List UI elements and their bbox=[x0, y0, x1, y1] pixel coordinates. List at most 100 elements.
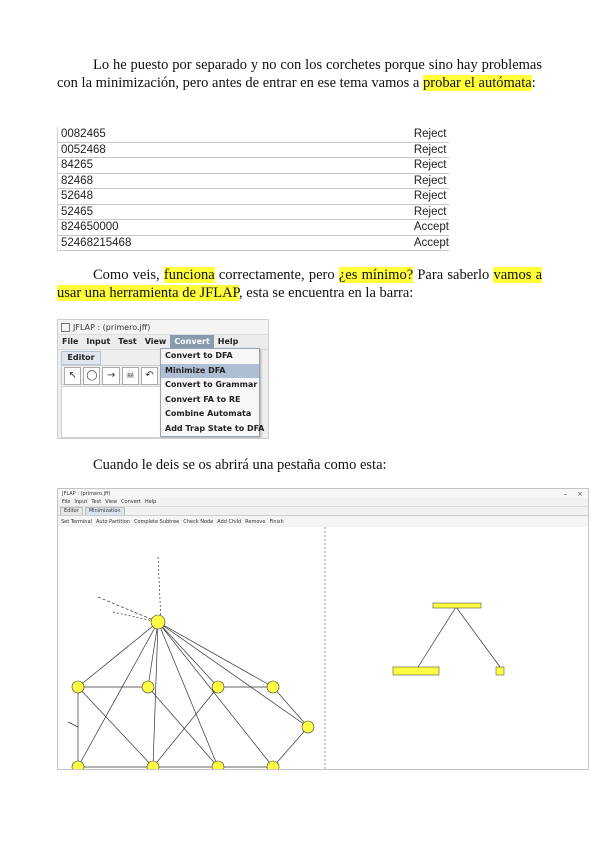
second-paragraph: Como veis, funciona correctamente, pero … bbox=[57, 266, 543, 302]
state-node[interactable] bbox=[211, 760, 225, 769]
btn-set-terminal[interactable]: Set Terminal bbox=[61, 518, 92, 525]
state-node[interactable] bbox=[146, 760, 160, 769]
input-cell: 84265 bbox=[56, 157, 411, 174]
jflap-toolbar: ↖ ◯ → ☠ ↶ bbox=[61, 365, 161, 385]
big-tab-minimization[interactable]: Minimization bbox=[84, 507, 125, 515]
state-node[interactable] bbox=[141, 680, 155, 694]
menu-item-add-trap-state[interactable]: Add Trap State to DFA bbox=[165, 423, 265, 433]
menu-item-convert-to-grammar[interactable]: Convert to Grammar bbox=[165, 380, 258, 389]
result-cell: Reject bbox=[410, 142, 449, 158]
big-title: JFLAP : (primero.jff) bbox=[62, 490, 111, 497]
state-node[interactable] bbox=[150, 614, 166, 630]
result-cell: Reject bbox=[410, 173, 449, 189]
minimization-canvas[interactable] bbox=[58, 527, 588, 769]
input-cell: 52468215468 bbox=[56, 235, 411, 251]
convert-dropdown: Convert to DFA Minimize DFA Convert to G… bbox=[160, 348, 265, 437]
tab-editor[interactable]: Editor bbox=[61, 351, 101, 365]
input-cell: 0052468 bbox=[56, 142, 411, 158]
menu-file[interactable]: File bbox=[62, 337, 79, 346]
tree-left-node[interactable] bbox=[392, 666, 440, 676]
menu-view[interactable]: View bbox=[144, 337, 167, 346]
btn-finish[interactable]: Finish bbox=[269, 518, 284, 525]
jflap-canvas[interactable] bbox=[61, 386, 163, 438]
p2-text-c: correctamente, pero bbox=[214, 267, 339, 283]
state-node[interactable] bbox=[71, 680, 85, 694]
state-node[interactable] bbox=[211, 680, 225, 694]
btn-remove[interactable]: Remove bbox=[245, 518, 266, 525]
jflap-titlebar: JFLAP : (primero.jff) bbox=[58, 320, 268, 335]
btn-complete-subtree[interactable]: Complete Subtree bbox=[133, 518, 180, 525]
big-menu-help[interactable]: Help bbox=[144, 499, 157, 505]
window-controls: – × bbox=[564, 490, 583, 498]
automaton-states bbox=[71, 614, 315, 769]
state-node[interactable] bbox=[266, 680, 280, 694]
intro-paragraph: Lo he puesto por separado y no con los c… bbox=[57, 56, 542, 92]
pointer-tool-icon[interactable]: ↖ bbox=[64, 367, 82, 385]
jflap-minimization-screenshot: JFLAP : (primero.jff) – × File Input Tes… bbox=[57, 488, 589, 770]
big-menu-view[interactable]: View bbox=[105, 499, 118, 505]
partition-tree-edges bbox=[417, 606, 501, 668]
big-menu-file[interactable]: File bbox=[62, 499, 71, 505]
tree-root-node[interactable] bbox=[432, 602, 482, 609]
menu-convert[interactable]: Convert bbox=[170, 335, 214, 349]
btn-add-child[interactable]: Add Child bbox=[217, 518, 242, 525]
tree-right-node[interactable] bbox=[495, 666, 505, 676]
btn-auto-partition[interactable]: Auto Partition bbox=[95, 518, 130, 525]
result-cell: Accept bbox=[410, 219, 449, 236]
menu-input[interactable]: Input bbox=[86, 337, 111, 346]
menu-test[interactable]: Test bbox=[118, 337, 137, 346]
p2-text-a: Como veis, bbox=[93, 267, 164, 283]
menu-help[interactable]: Help bbox=[217, 337, 239, 346]
state-tool-icon[interactable]: ◯ bbox=[83, 367, 101, 385]
input-cell: 0082465 bbox=[56, 127, 411, 143]
menu-item-combine-automata[interactable]: Combine Automata bbox=[165, 409, 252, 418]
minimize-icon[interactable]: – bbox=[563, 490, 568, 498]
input-cell: 52465 bbox=[56, 204, 411, 220]
big-menu-convert[interactable]: Convert bbox=[121, 499, 141, 505]
input-cell: 52648 bbox=[56, 188, 411, 205]
third-paragraph: Cuando le deis se os abrirá una pestaña … bbox=[93, 457, 387, 473]
intro-colon: : bbox=[531, 75, 536, 91]
jflap-menu-screenshot: JFLAP : (primero.jff) File Input Test Vi… bbox=[57, 319, 269, 439]
state-node[interactable] bbox=[71, 760, 85, 769]
menu-item-minimize-dfa[interactable]: Minimize DFA bbox=[161, 363, 259, 378]
intro-text: Lo he puesto por separado y no con los c… bbox=[57, 57, 542, 91]
btn-check-node[interactable]: Check Node bbox=[183, 518, 214, 525]
jflap-menubar: File Input Test View Convert Help bbox=[58, 335, 268, 350]
undo-tool-icon[interactable]: ↶ bbox=[140, 367, 159, 385]
p2-text-g: , esta se encuentra en la barra: bbox=[239, 285, 414, 301]
big-menu-test[interactable]: Test bbox=[91, 499, 102, 505]
jflap-title: JFLAP : (primero.jff) bbox=[73, 322, 151, 332]
highlight-es-minimo: ¿es mínimo? bbox=[338, 267, 414, 283]
result-cell: Reject bbox=[410, 157, 449, 174]
close-icon[interactable]: × bbox=[577, 490, 583, 498]
result-cell: Accept bbox=[410, 235, 449, 251]
automaton-diagrams bbox=[67, 527, 505, 769]
big-menu-input[interactable]: Input bbox=[74, 499, 88, 505]
big-titlebar: JFLAP : (primero.jff) bbox=[58, 489, 588, 498]
menu-item-convert-fa-to-re[interactable]: Convert FA to RE bbox=[165, 394, 241, 404]
input-cell: 82468 bbox=[56, 173, 411, 189]
menu-item-convert-to-dfa[interactable]: Convert to DFA bbox=[165, 351, 233, 360]
delete-tool-icon[interactable]: ☠ bbox=[121, 367, 139, 385]
state-node[interactable] bbox=[266, 760, 280, 769]
big-tab-editor[interactable]: Editor bbox=[60, 507, 83, 515]
result-cell: Reject bbox=[410, 127, 449, 143]
result-cell: Reject bbox=[410, 204, 449, 220]
highlight-funciona: funciona bbox=[163, 267, 215, 283]
big-tabs: Editor Minimization bbox=[58, 507, 588, 515]
automaton-edges bbox=[67, 556, 309, 768]
state-node[interactable] bbox=[301, 720, 315, 734]
transition-tool-icon[interactable]: → bbox=[102, 367, 120, 385]
partition-tree-nodes bbox=[392, 602, 505, 676]
jflap-app-icon bbox=[61, 322, 70, 332]
input-cell: 824650000 bbox=[56, 219, 411, 236]
